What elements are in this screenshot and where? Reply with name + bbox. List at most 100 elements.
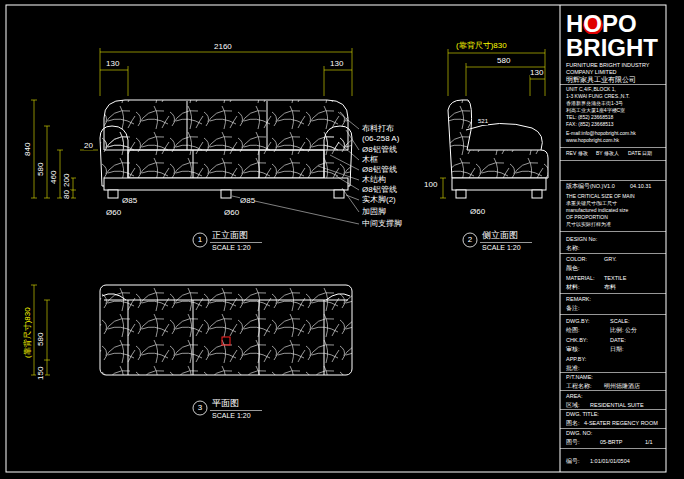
view-number-circle (463, 233, 477, 247)
callout-text: 实木脚(2) (362, 195, 396, 204)
dimension-text: 100 (424, 180, 437, 189)
dimension-lines (530, 79, 545, 80)
logo-text: BRIGHT (566, 34, 658, 62)
scale-text: SCALE 1:20 (212, 412, 251, 420)
title-block-text: 明州德隆酒店 (604, 383, 640, 389)
title-block-text: REMARK: (566, 296, 591, 302)
dimension-text: 580 (497, 56, 510, 65)
dimension-lines (60, 150, 61, 198)
drawing-frame (6, 5, 666, 472)
title-block-text: TEL: (852) 23668518 (566, 115, 613, 121)
title-block-text: 工程名称: (566, 383, 592, 389)
title-block-text: TEXTILE (604, 275, 626, 281)
title-block-text: UNIT C,4/F.,BLOCK 1, (566, 87, 616, 93)
title-block-text: 香港新界葵涌葵丰街1-3号 (566, 101, 623, 107)
dimension-lines (47, 300, 48, 375)
title-block-rules (560, 180, 666, 181)
dimension-lines (31, 100, 37, 101)
title-block-rules (560, 409, 666, 410)
dimension-lines (443, 178, 444, 198)
title-block-text: 布料 (604, 284, 616, 290)
leader-lines (330, 155, 359, 170)
leader-lines (232, 196, 359, 224)
callout-text: 布料打布 (362, 124, 394, 133)
view-number-circle (193, 401, 207, 415)
view-title: 侧立面图 (482, 230, 518, 240)
title-block-rules (560, 253, 666, 254)
sofa-front (334, 190, 344, 198)
title-block-text: DESIGN No: (566, 236, 597, 242)
title-block-rules (560, 428, 666, 429)
dimension-lines (34, 285, 35, 375)
title-block-text: www.hopobright.com.hk (566, 138, 619, 144)
sofa-front (100, 100, 352, 198)
title-block-text: RESIDENTIAL SUITE (590, 402, 644, 408)
title-block-text: COLOR: (566, 256, 587, 262)
dimension-text: 80 (62, 190, 71, 199)
title-block-text: THE CRITICAL SIZE OF MAIN (566, 194, 635, 200)
view-title-rule (480, 242, 532, 243)
title-block-text: 区域: (566, 402, 580, 408)
callout-text: Ø8铝管线 (362, 165, 397, 174)
dimension-lines (47, 126, 48, 198)
title-block-text: 4-SEATER REGENCY ROOM (584, 420, 658, 426)
leader-lines (338, 112, 359, 129)
title-block-text: 批准: (566, 365, 580, 371)
title-block-text: manufactured indicated size (566, 208, 628, 214)
title-block-rules (560, 231, 666, 232)
title-block-text: 图名: (566, 420, 580, 426)
dimension-text: 460 (49, 171, 58, 184)
sofa-front (104, 100, 348, 150)
title-block-text: FURNITURE BRIGHT INDUSTRY (566, 62, 650, 68)
title-block-text: 1-3 KWAI FUNG CRES.,N.T. (566, 94, 630, 100)
leader-lines (232, 112, 359, 224)
sofa-plan (259, 300, 260, 375)
title-block-text: MATERIAL: (566, 275, 595, 281)
dimension-text: 200 (62, 174, 71, 187)
title-block-text: DATE 日期 (628, 151, 652, 157)
title-block-text: P/T.NAME: (566, 374, 593, 380)
dimension-lines (34, 100, 35, 198)
leader-lines (338, 142, 359, 160)
dimension-lines (440, 198, 446, 199)
title-block-rules (560, 314, 666, 315)
sofa-front (128, 150, 324, 178)
dimension-lines (448, 53, 545, 54)
dimension-lines (128, 66, 129, 96)
view-title-rule (210, 410, 262, 411)
callout-text: 中间支撑脚 (362, 219, 402, 228)
title-block-text: DATE: (610, 337, 626, 343)
dimension-lines (440, 178, 446, 179)
sofa-front (104, 178, 348, 190)
title-block-text: 04.10.31 (630, 183, 651, 189)
title-block-rules (560, 372, 666, 373)
title-block-text: COMPANY LIMITED (566, 69, 617, 75)
title-block-text: FAX: (852) 23668513 (566, 122, 614, 128)
dimension-text: (靠背尺寸)830 (23, 307, 32, 358)
sofa-front (187, 101, 188, 150)
dimension-lines (31, 285, 37, 286)
sofa-side (532, 190, 542, 198)
dimension-lines (352, 48, 353, 96)
dimension-lines (31, 198, 37, 199)
sofa-plan (100, 285, 352, 375)
sofa-side (452, 178, 546, 190)
dimension-text: Ø60 (470, 207, 485, 216)
title-block-text: 名称: (566, 245, 580, 251)
title-block-text: 备注: (566, 305, 580, 311)
sofa-front (221, 190, 231, 198)
dimension-text: 580 (36, 333, 45, 346)
leader-lines (346, 195, 359, 200)
drawing-frame (6, 5, 666, 472)
view-number-circle (193, 233, 207, 247)
title-block-text: APP.BY: (566, 356, 586, 362)
dimension-text: 2160 (214, 42, 232, 51)
title-block-text: 材料: (566, 284, 580, 290)
dimension-lines (57, 150, 63, 151)
sofa-side (448, 100, 548, 178)
dimension-lines (44, 300, 50, 301)
title-block-text: AREA: (566, 393, 583, 399)
title-block-text: 日期: (610, 346, 624, 352)
leader-lines (346, 130, 359, 150)
